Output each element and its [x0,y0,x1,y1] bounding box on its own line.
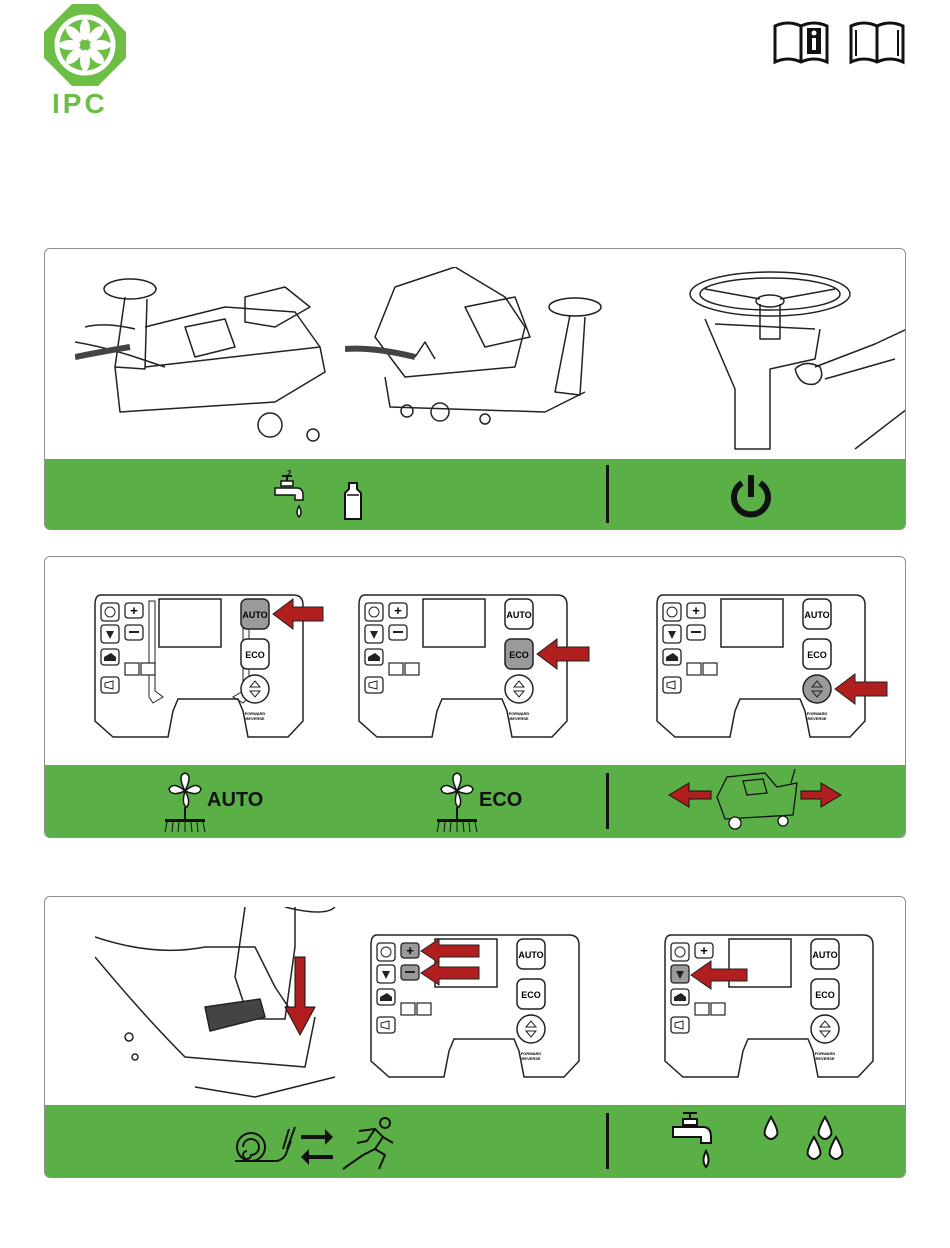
reverse-label: REVERSE [509,716,528,721]
fan-brush-icon [163,771,207,833]
control-panel-speed: + AUTO ECO FORWARD REVERSE [369,931,624,1079]
swap-arrows-icon [299,1127,335,1167]
snail-slow-icon [231,1121,297,1167]
runner-fast-icon [339,1115,399,1171]
auto-button-label: AUTO [804,610,829,620]
auto-button-label: AUTO [518,950,543,960]
step-panel-2: + AUTO ECO FORWARD REVERSE [44,556,906,838]
eco-button-label: ECO [509,650,529,660]
accelerator-pedal-illustration [95,907,355,1107]
reverse-label: REVERSE [807,716,826,721]
water-tap-icon [273,473,307,523]
step-panel-3: + AUTO ECO FORWARD REVERSE [44,896,906,1178]
power-icon [728,473,774,519]
machine-fill-illustration-left [75,267,335,447]
tap-number-label: 2 [287,469,291,478]
svg-text:+: + [692,603,700,618]
fan-brush-icon [435,771,479,833]
manual-info-icon[interactable] [772,20,830,66]
control-panel-eco: + AUTO ECO FORWARD REVERSE [357,591,612,739]
auto-button-label: AUTO [506,610,531,620]
brand-logo-mark [42,2,128,88]
water-drop-high-icon [803,1115,847,1167]
band-divider [606,773,609,829]
detergent-bottle-icon [342,481,364,521]
key-ignition-illustration [675,249,906,459]
svg-text:+: + [700,943,708,958]
mode-eco-label: ECO [479,789,522,812]
machine-fill-illustration-right [345,267,615,437]
panel1-band: 2 [45,459,905,529]
svg-text:+: + [130,603,138,618]
band-divider [606,465,609,523]
manual-book-icon[interactable] [848,20,906,66]
control-panel-auto: + AUTO ECO FORWARD REVERSE [93,591,348,739]
band-divider [606,1113,609,1169]
reverse-label: REVERSE [245,716,264,721]
auto-button-label: AUTO [812,950,837,960]
brand-logo [42,2,128,88]
step-panel-1: 2 [44,248,906,530]
auto-button-label: AUTO [242,610,267,620]
svg-text:+: + [394,603,402,618]
water-tap-icon [671,1111,717,1173]
mode-auto-label: AUTO [207,789,263,812]
control-panel-water: + AUTO ECO FORWARD REVERSE [663,931,906,1079]
svg-text:+: + [406,943,414,958]
eco-button-label: ECO [521,990,541,1000]
eco-button-label: ECO [807,650,827,660]
brand-name: IPC [52,88,108,120]
eco-button-label: ECO [245,650,265,660]
panel2-band: AUTO ECO [45,765,905,837]
reverse-label: REVERSE [815,1056,834,1061]
control-panel-drive: + AUTO ECO FORWARD REVERSE [655,591,906,739]
reverse-label: REVERSE [521,1056,540,1061]
water-drop-low-icon [761,1115,781,1143]
forward-reverse-machine-icon [665,767,845,835]
eco-button-label: ECO [815,990,835,1000]
panel3-band [45,1105,905,1177]
